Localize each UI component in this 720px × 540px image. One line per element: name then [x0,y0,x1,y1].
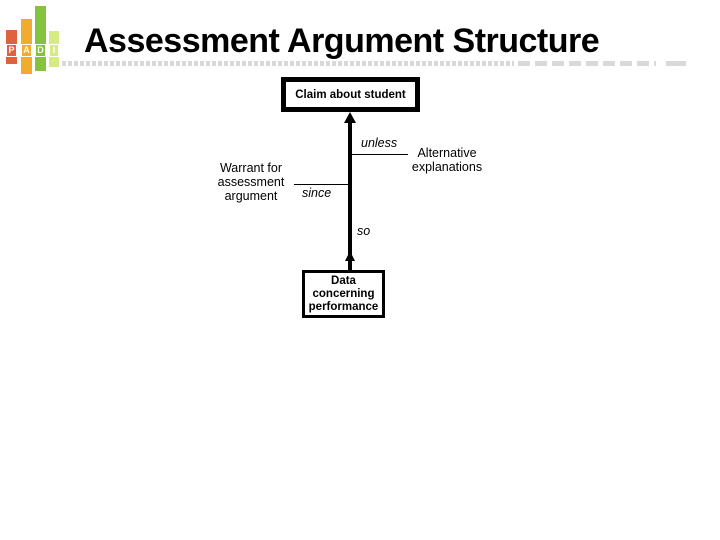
qualifier-since: since [302,186,332,200]
title-underline-end-dash [666,61,686,66]
logo-bar-lightgreen [49,31,59,67]
title-underline-dashes [62,61,514,66]
logo-bar-red [6,30,17,64]
padi-logo: P A D I [0,0,62,80]
slide-title: Assessment Argument Structure [84,22,600,60]
unless-connector-line [351,154,408,155]
title-underline-dashes-long [518,61,656,66]
main-arrow-shaft [348,120,352,270]
qualifier-unless: unless [361,136,398,150]
since-connector-line [294,184,348,185]
alternative-explanations-label: Alternative explanations [411,146,483,174]
logo-bar-orange [21,19,32,74]
qualifier-so: so [357,224,371,238]
logo-letter-p: P [6,44,17,57]
logo-bar-green [35,6,46,71]
logo-letter-d: D [35,44,46,57]
logo-letter-i: I [49,44,59,57]
logo-letter-a: A [21,44,32,57]
warrant-label: Warrant for assessment argument [217,161,285,203]
data-box: Data concerning performance [302,270,385,318]
claim-box: Claim about student [281,77,420,112]
arrowhead-top-icon [344,112,356,123]
arrowhead-bottom-icon [345,251,355,261]
